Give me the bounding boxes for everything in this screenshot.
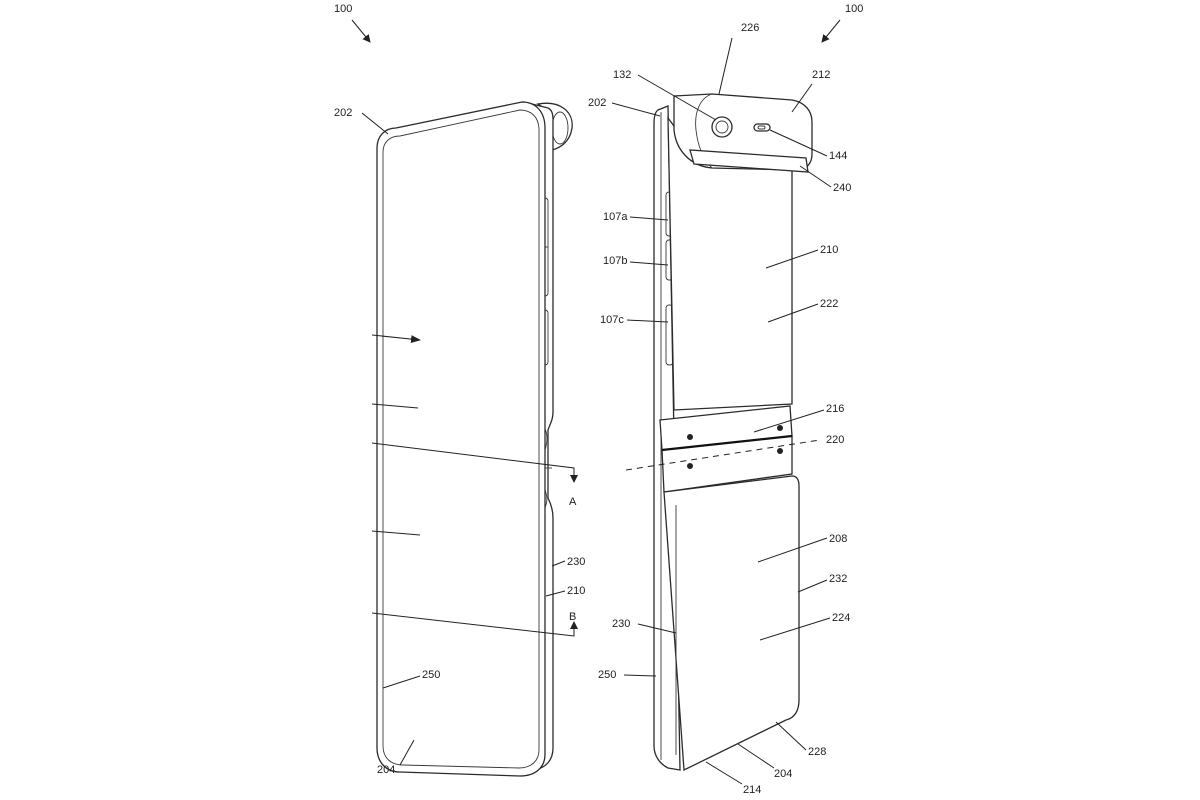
ref-100-right: 100 [845,3,863,15]
camera-lens-132 [711,116,733,138]
right-device-view [625,93,821,772]
lower-housing-208 [663,475,800,772]
display-pointer-arrow [371,334,421,344]
label-210-left: 210 [567,585,585,597]
label-204-left: 204 [377,764,395,776]
right-view-labels: 100 226 132 212 202 144 240 107a 210 107… [588,3,863,796]
label-224: 224 [832,612,850,624]
hinge-screw [777,425,783,431]
section-line-b [371,612,578,637]
section-mark-a: A [569,496,577,508]
ref-100-left: 100 [334,3,352,15]
label-240: 240 [833,182,851,194]
label-230-left: 230 [567,556,585,568]
label-216: 216 [826,403,844,415]
label-214: 214 [743,784,761,796]
label-220: 220 [826,434,844,446]
label-202-right: 202 [588,97,606,109]
label-107c: 107c [600,314,624,326]
left-view-labels: 100 202 204 250 230 210 A B [334,3,585,776]
label-230-right: 230 [612,618,630,630]
label-222: 222 [820,298,838,310]
label-232: 232 [829,573,847,585]
label-202-left: 202 [334,107,352,119]
label-107a: 107a [603,211,628,223]
label-250-right: 250 [598,669,616,681]
label-250-left: 250 [422,669,440,681]
section-mark-b: B [569,611,576,623]
display-panel [376,101,546,777]
hinge-end-cap [536,102,573,151]
label-204-right: 204 [774,768,792,780]
label-107b: 107b [603,255,627,267]
label-208: 208 [829,533,847,545]
label-212: 212 [812,69,830,81]
label-144: 144 [829,150,847,162]
flash-144 [753,123,771,132]
hinge-screw [777,448,783,454]
label-132: 132 [613,69,631,81]
hinge-screw [687,463,693,469]
hinge-screw [687,434,693,440]
left-device-view [371,101,578,777]
label-228: 228 [808,746,826,758]
section-line-a [371,442,578,483]
label-226: 226 [741,22,759,34]
label-210-right: 210 [820,244,838,256]
